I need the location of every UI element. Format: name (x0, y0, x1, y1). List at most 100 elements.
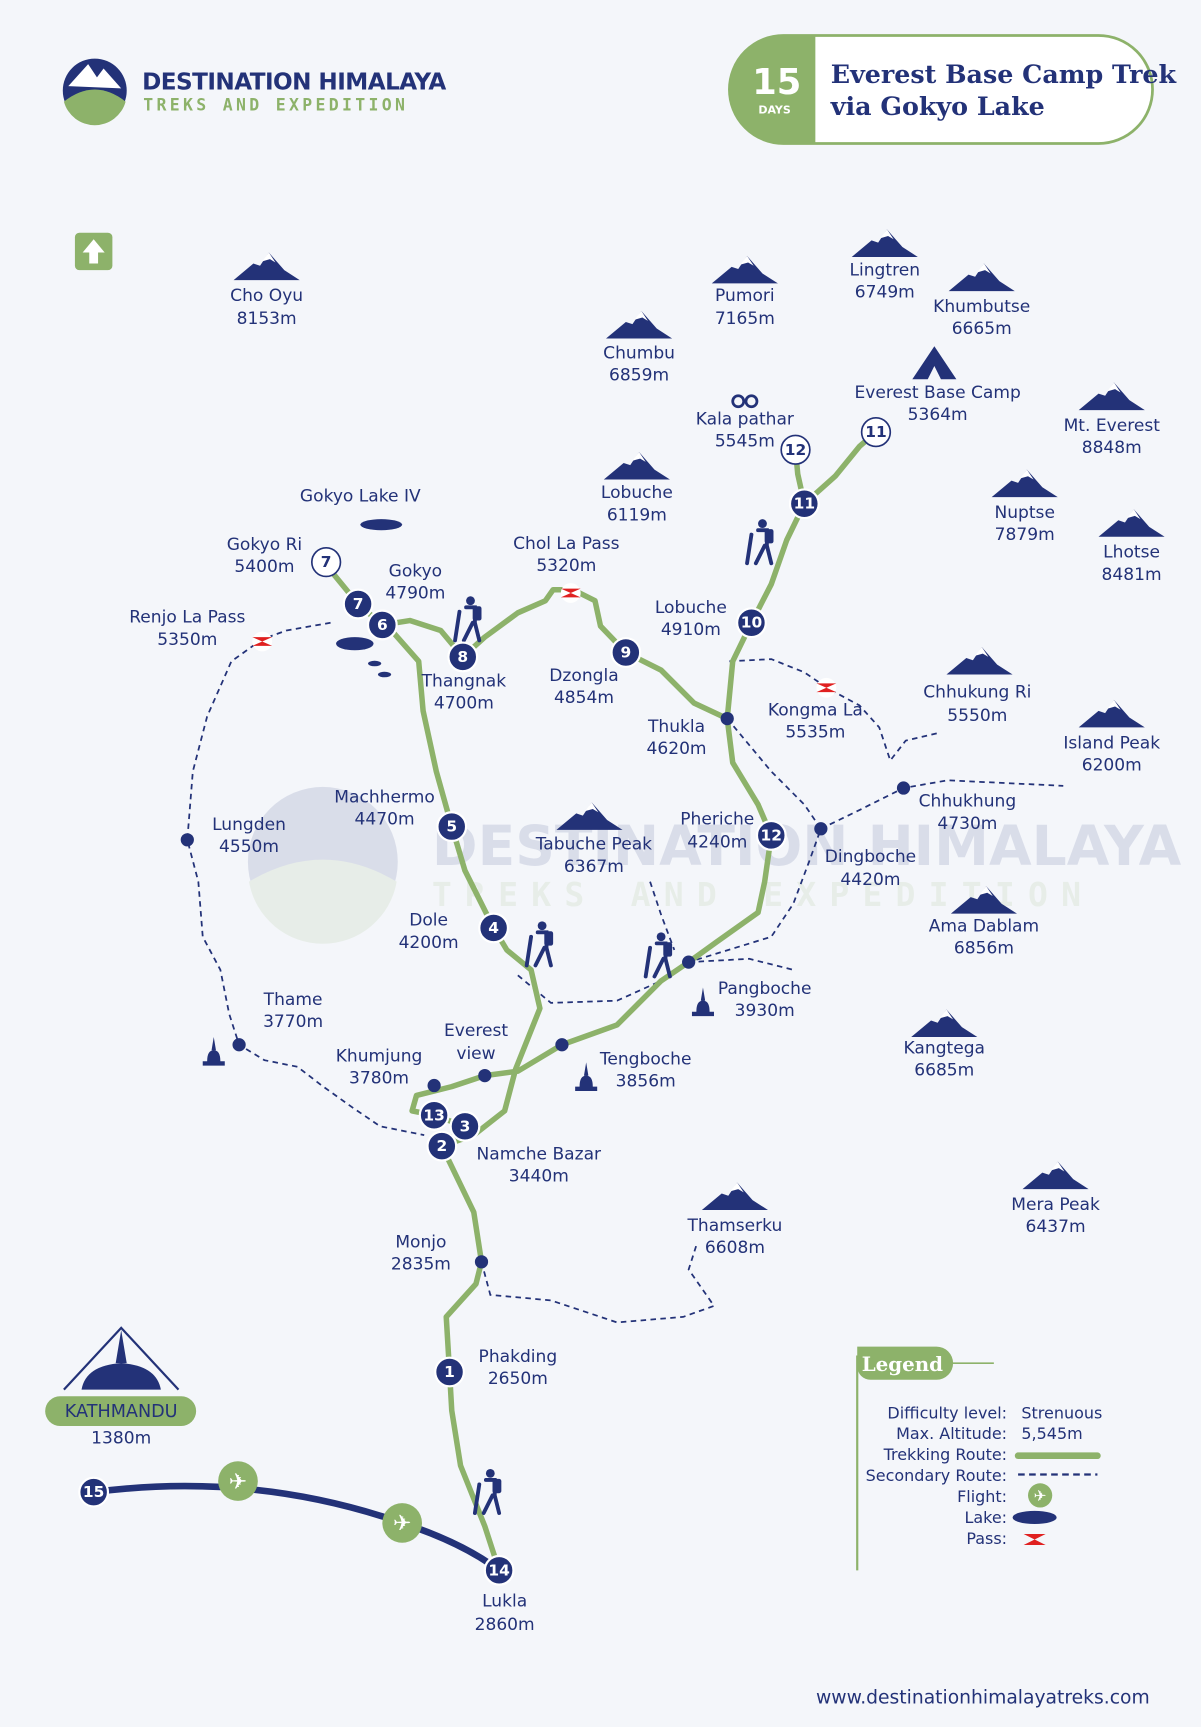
hiker-icon (453, 596, 482, 643)
day-marker-2[interactable]: 2 (426, 1130, 458, 1162)
day-marker-5[interactable]: 5 (436, 811, 468, 843)
place-altitude-chol-la-pass: 5320m (536, 556, 596, 576)
place-name-kala-pathar: Kala pathar (696, 409, 795, 429)
place-name-phakding: Phakding (479, 1347, 558, 1367)
day-marker-7[interactable]: 7 (342, 588, 374, 620)
day-number: 12 (785, 441, 806, 459)
place-name-gokyo-ri: Gokyo Ri (227, 535, 302, 555)
day-marker-4[interactable]: 4 (478, 912, 510, 944)
place-name-ama-dablam: Ama Dablam (929, 916, 1039, 936)
trekking-route (439, 1143, 502, 1574)
logo-mountain (68, 64, 122, 89)
mountain-icon (1098, 509, 1165, 537)
place-altitude-chhukhung: 4730m (937, 814, 997, 834)
flight-icon: ✈ (382, 1503, 423, 1543)
legend-value: Strenuous (1021, 1403, 1102, 1422)
svg-text:7: 7 (321, 553, 332, 571)
place-name-renjo-la-pass: Renjo La Pass (129, 608, 245, 628)
legend-label: Flight: (957, 1487, 1007, 1506)
trip-title-badge: 15 DAYS Everest Base Camp Trek via Gokyo… (728, 34, 1177, 145)
day-marker-14[interactable]: 14 (483, 1554, 515, 1586)
day-marker-15[interactable]: 15 (78, 1476, 110, 1508)
day-number: 11 (865, 423, 886, 441)
svg-text:✈: ✈ (229, 1470, 247, 1495)
svg-text:✈: ✈ (1034, 1487, 1047, 1505)
mountain-icon (1022, 1161, 1089, 1190)
place-name-kongma-la: Kongma La (768, 700, 863, 720)
place-name-kangtega: Kangtega (904, 1039, 985, 1059)
logo-hill (63, 89, 126, 126)
place-name-chumbu: Chumbu (603, 343, 675, 363)
place-name-kathmandu: KATHMANDU (65, 1402, 178, 1422)
place-altitude-kongma-la: 5535m (785, 722, 845, 742)
place-altitude-kala-pathar: 5545m (715, 431, 775, 451)
flight-route (93, 1482, 502, 1573)
place-altitude-pangboche: 3930m (735, 1001, 795, 1021)
legend-label: Max. Altitude: (896, 1424, 1007, 1443)
place-name-chhukung-ri: Chhukung Ri (923, 683, 1031, 703)
place-altitude-gokyo: 4790m (385, 584, 445, 604)
place-name-nuptse: Nuptse (994, 503, 1055, 523)
place-altitude-lobuche: 6119m (607, 505, 667, 525)
place-altitude-thukla: 4620m (647, 739, 707, 759)
day-marker-3[interactable]: 3 (449, 1110, 481, 1142)
place-altitude-mt-everest: 8848m (1082, 438, 1142, 458)
mountain-icon (711, 255, 778, 284)
place-altitude-lungden: 4550m (219, 837, 279, 857)
day-number: 1 (444, 1363, 455, 1381)
waypoint-dot (180, 833, 194, 847)
day-marker-1[interactable]: 1 (434, 1356, 465, 1388)
day-marker-11[interactable]: 11 (860, 416, 892, 448)
day-marker-13[interactable]: 13 (418, 1099, 450, 1131)
place-altitude-lhotse: 8481m (1102, 565, 1162, 585)
day-marker-8[interactable]: 8 (447, 641, 479, 673)
day-marker-6[interactable]: 6 (366, 609, 398, 641)
day-marker-9[interactable]: 9 (610, 637, 642, 668)
legend-label: Pass: (966, 1529, 1007, 1548)
place-name-tengboche: Tengboche (599, 1050, 692, 1070)
kathmandu-badge (45, 1396, 197, 1426)
place-altitude-khumbutse: 6665m (952, 319, 1012, 339)
place-altitude-monjo: 2835m (391, 1255, 451, 1275)
place-name-thangnak: Thangnak (421, 672, 507, 692)
legend-label: Secondary Route: (866, 1466, 1007, 1485)
day-marker-12[interactable]: 12 (780, 434, 811, 465)
place-altitude-thame: 3770m (263, 1012, 323, 1032)
svg-text:✈: ✈ (393, 1512, 411, 1537)
day-marker-12[interactable]: 12 (755, 819, 787, 851)
place-altitude-machhermo: 4470m (355, 809, 415, 829)
mountain-icon (556, 802, 623, 830)
mountain-icon (603, 451, 670, 480)
mountain-icon (701, 1182, 768, 1211)
waypoint-dot (720, 711, 734, 726)
place-name-chhukhung: Chhukhung (919, 792, 1017, 812)
kathmandu-stupa-icon (45, 1326, 197, 1426)
north-arrow-icon (82, 239, 105, 264)
day-number: 6 (377, 616, 388, 634)
place-altitude-tabuche-peak: 6367m (564, 857, 624, 877)
mountain-icon (950, 886, 1017, 914)
stupa-icon (575, 1062, 598, 1092)
mountain-icon (233, 252, 300, 281)
website-link[interactable]: www.destinationhimalayatreks.com (816, 1688, 1150, 1709)
north-arrow[interactable] (74, 232, 113, 271)
day-marker-11[interactable]: 11 (788, 488, 820, 520)
binoculars-icon (731, 394, 759, 409)
place-name-dzongla: Dzongla (549, 666, 618, 686)
place-altitude-dingboche: 4420m (840, 870, 900, 890)
place-altitude-chumbu: 6859m (609, 365, 669, 385)
secondary-route (480, 1245, 716, 1324)
lake-icon (360, 519, 403, 531)
waypoint-dot (427, 1078, 441, 1093)
place-altitude-mera-peak: 6437m (1026, 1217, 1086, 1237)
place-altitude-phakding: 2650m (488, 1369, 548, 1389)
tent-icon (912, 346, 957, 380)
day-marker-10[interactable]: 10 (736, 607, 767, 639)
lake-icon (336, 637, 374, 651)
place-name-dole: Dole (409, 911, 448, 931)
day-number: 7 (353, 595, 364, 613)
mountain-icon (1078, 699, 1145, 728)
mountain-icon (851, 229, 918, 257)
